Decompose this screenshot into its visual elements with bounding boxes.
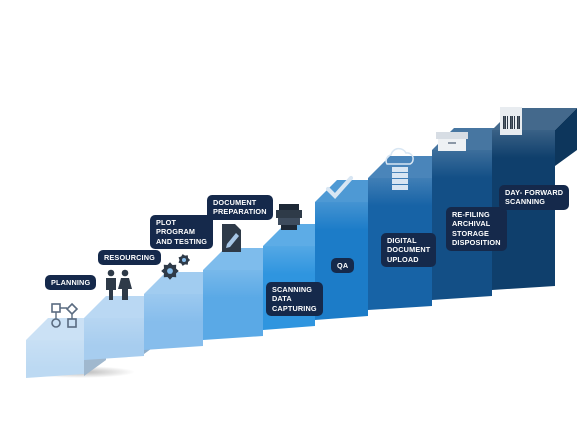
- label-resourcing: RESOURCING: [98, 250, 161, 266]
- cloud-server-icon: [385, 147, 414, 190]
- label-planning: PLANNING: [45, 275, 97, 291]
- archive-box-icon: [436, 132, 468, 151]
- label-plot-program: PLOT PROGRAM AND TESTING: [150, 215, 214, 250]
- label-day-forward: DAY- FORWARD SCANNING: [499, 185, 570, 210]
- checkmark-icon: [325, 175, 354, 200]
- step-glare: [432, 150, 492, 178]
- document-edit-icon: [222, 224, 241, 252]
- step-side-face: [555, 108, 577, 166]
- step-glare: [263, 246, 315, 274]
- scanner-icon: [276, 204, 302, 230]
- step-glare: [203, 270, 263, 298]
- step-glare: [26, 340, 84, 368]
- flowchart-icon: [51, 302, 79, 328]
- label-document-preparation: DOCUMENT PREPARATION: [207, 195, 273, 220]
- label-digital-upload: DIGITAL DOCUMENT UPLOAD: [381, 233, 437, 268]
- step-glare: [144, 294, 203, 322]
- label-re-filing: RE-FILING ARCHIVAL STORAGE DISPOSITION: [446, 207, 507, 251]
- label-scanning: SCANNING DATA CAPTURING: [266, 282, 323, 317]
- gears-icon: [161, 254, 191, 280]
- people-icon: [106, 269, 132, 300]
- label-qa: QA: [331, 258, 355, 274]
- step-glare: [84, 318, 144, 346]
- step-glare: [315, 202, 368, 230]
- step-front-face: [492, 130, 555, 290]
- barcode-scanner-icon: [500, 107, 522, 135]
- step-day-forward: [492, 108, 577, 290]
